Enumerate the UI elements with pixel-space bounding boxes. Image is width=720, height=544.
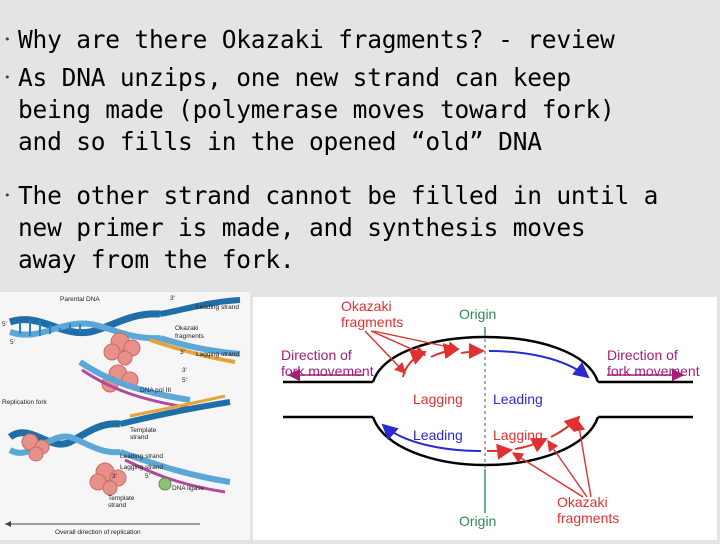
bullet-marker: • [4, 33, 11, 46]
bullet-3-line-2: new primer is made, and synthesis moves [18, 213, 586, 242]
label-5prime: 5' [145, 473, 150, 480]
bullet-2-line-1: As DNA unzips, one new strand can keep [18, 63, 571, 92]
label-3prime: 3' [180, 349, 185, 356]
label-fragments: fragments [175, 333, 205, 340]
label-okazaki-top-1: Okazaki [341, 298, 392, 314]
bullet-2-line-3: and so fills in the opened “old” DNA [18, 127, 542, 156]
label-3prime: 3' [112, 473, 117, 480]
label-lagging-top: Lagging [413, 391, 463, 407]
label-origin-top: Origin [459, 306, 496, 322]
ligase-blob [158, 477, 172, 491]
polymerase-cluster-top [103, 332, 141, 366]
label-okazaki: Okazaki [175, 325, 198, 332]
label-3prime: 3' [170, 295, 175, 302]
label-okazaki-bottom-1: Okazaki [557, 494, 608, 510]
lagging-template [78, 359, 191, 403]
label-leading-bottom: Leading [413, 427, 463, 443]
label-strand-2: strand [108, 502, 126, 509]
label-leading-top: Leading [493, 391, 543, 407]
label-5prime: 5' [10, 339, 15, 346]
label-direction-right-2: fork movement [607, 363, 700, 379]
label-template: Template [130, 427, 157, 434]
okazaki-callout-arrows [364, 330, 592, 498]
bullet-3-line-1: The other strand cannot be filled in unt… [18, 181, 659, 210]
bottom-leading-strand [381, 423, 482, 452]
top-lagging-fragments [402, 343, 485, 378]
label-template-2: Template [108, 495, 135, 502]
label-origin-bottom: Origin [459, 513, 496, 529]
bullet-3-line-3: away from the fork. [18, 245, 295, 274]
bullet-marker: • [4, 71, 11, 84]
label-okazaki-bottom-2: fragments [557, 510, 619, 526]
arrowhead [5, 521, 11, 527]
bullet-2-line-2: being made (polymerase moves toward fork… [18, 95, 615, 124]
replication-bubble-diagram: Okazaki fragments Origin Direction of fo… [253, 297, 717, 540]
bottom-lagging-fragments [486, 415, 581, 460]
label-direction-left-1: Direction of [281, 347, 352, 363]
label-dna-pol-iii: DNA pol III [140, 387, 171, 394]
polymerase-cluster-bottom [21, 433, 127, 496]
label-dna-ligase: DNA ligase [172, 485, 205, 492]
label-direction-left-2: fork movement [281, 363, 374, 379]
label-replication-fork: Replication fork [2, 399, 48, 406]
label-5prime: 5' [2, 321, 7, 328]
bullet-1: • Why are there Okazaki fragments? - rev… [4, 24, 615, 56]
label-leading-strand-2: Leading strand [120, 453, 163, 460]
label-leading-strand: Leading strand [196, 304, 239, 311]
label-parental-dna: Parental DNA [60, 296, 100, 303]
lower-helix [7, 394, 231, 494]
bullet-3: • The other strand cannot be filled in u… [4, 180, 659, 276]
label-lagging-strand: Lagging strand [196, 351, 239, 358]
replication-illustration: Parental DNA Leading strand Okazaki frag… [0, 292, 250, 540]
label-direction-right-1: Direction of [607, 347, 678, 363]
label-lagging-bottom: Lagging [493, 427, 543, 443]
label-5prime: 5' [182, 377, 187, 384]
label-overall-direction: Overall direction of replication [55, 529, 141, 536]
bullet-1-text: Why are there Okazaki fragments? - revie… [18, 25, 615, 54]
top-leading-strand [488, 350, 590, 379]
bullet-2: • As DNA unzips, one new strand can keep… [4, 62, 615, 158]
label-lagging-strand-2: Lagging strand [120, 464, 163, 471]
label-3prime: 3' [182, 367, 187, 374]
bullet-marker: • [4, 189, 11, 202]
parental-dna-helix [8, 297, 241, 364]
label-okazaki-top-2: fragments [341, 314, 403, 330]
label-strand: strand [130, 434, 148, 441]
